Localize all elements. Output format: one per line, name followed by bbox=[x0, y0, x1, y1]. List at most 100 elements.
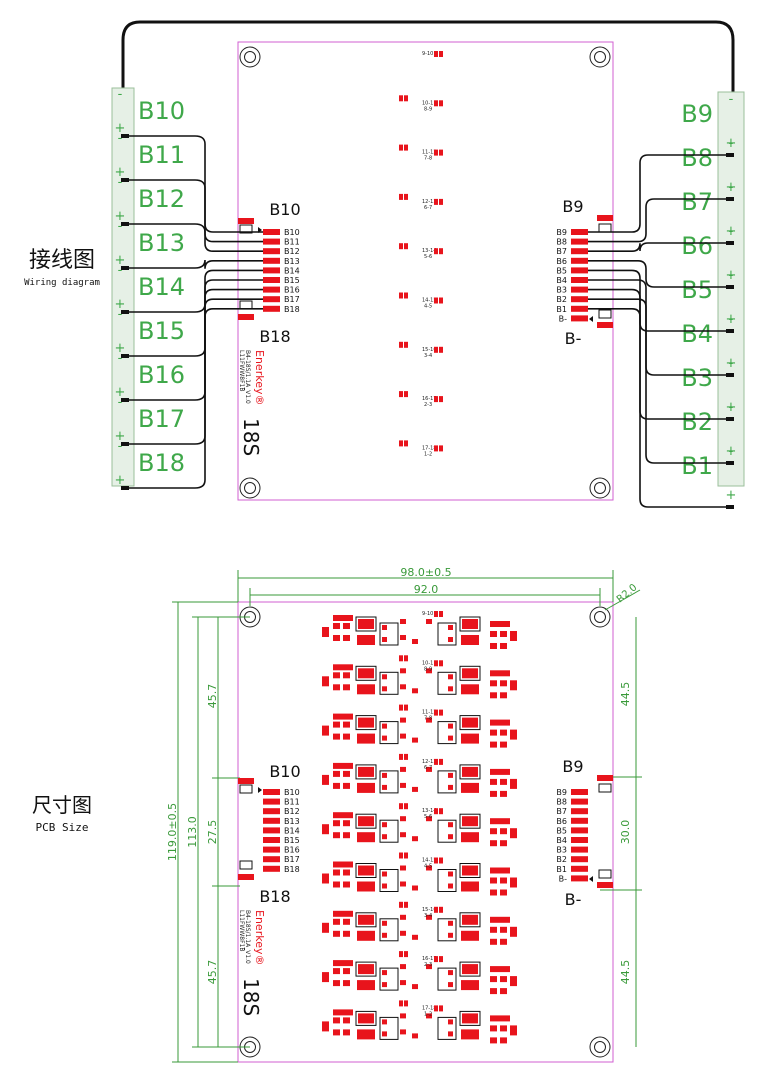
smd-pad bbox=[400, 865, 406, 871]
pin-label: B15 bbox=[284, 276, 300, 285]
minus-sign: - bbox=[729, 92, 734, 107]
resistor-pad bbox=[462, 766, 478, 777]
ic-pad bbox=[382, 784, 387, 790]
smd-pad bbox=[322, 725, 329, 736]
smd-pad bbox=[343, 1029, 350, 1036]
smd-pad bbox=[400, 733, 406, 739]
resistor-pad bbox=[462, 964, 478, 975]
resistor-outline bbox=[459, 764, 481, 780]
minus-sign: - bbox=[118, 395, 123, 410]
smd-pad bbox=[333, 721, 340, 728]
ic-pad bbox=[448, 970, 453, 976]
smd-pad bbox=[333, 980, 340, 987]
ic-pad bbox=[382, 970, 387, 976]
smd-pad bbox=[333, 869, 340, 876]
minus-sign: - bbox=[118, 87, 123, 102]
balance-channel-label: 4-5 bbox=[424, 304, 432, 310]
balance-channel-label: 10-11 bbox=[422, 660, 437, 666]
balance-channel-label: 12-13 bbox=[422, 759, 437, 765]
pin-label: B11 bbox=[284, 798, 300, 807]
smd-pad bbox=[510, 631, 517, 641]
smd-pad bbox=[343, 918, 350, 925]
wiring-left-conn-bottom-label: B18 bbox=[259, 327, 290, 346]
smd-pad bbox=[333, 820, 340, 827]
smd-pad bbox=[500, 889, 507, 896]
mounting-hole bbox=[589, 1036, 611, 1058]
smd-pad bbox=[343, 623, 350, 629]
led-pad bbox=[399, 1000, 403, 1007]
ic-outline bbox=[437, 770, 457, 794]
pin-label: B8 bbox=[556, 238, 567, 247]
resistor-pad bbox=[358, 816, 374, 827]
balance-channel-label: 16-17 bbox=[422, 956, 437, 962]
led-pad bbox=[399, 95, 403, 102]
smd-pad bbox=[400, 980, 406, 986]
pin-label: B5 bbox=[556, 826, 567, 835]
pin-pad bbox=[571, 837, 588, 843]
smd-pad bbox=[426, 865, 432, 871]
balance-channel-label: 7-8 bbox=[424, 716, 432, 722]
ic-outline bbox=[437, 721, 457, 745]
smd-pad bbox=[412, 737, 418, 743]
led-pad bbox=[439, 758, 443, 765]
pin-label: B4 bbox=[556, 276, 567, 285]
minus-sign: - bbox=[729, 268, 734, 283]
balance-wire-right bbox=[588, 242, 726, 252]
smd-pad bbox=[333, 910, 353, 917]
balance-channel-label: 16-17 bbox=[422, 396, 437, 402]
led-pad bbox=[404, 95, 408, 102]
pin-pad bbox=[571, 798, 588, 805]
led-pad bbox=[404, 1000, 408, 1007]
resistor-pad bbox=[358, 717, 374, 728]
smd-pad bbox=[333, 623, 340, 629]
smd-pad bbox=[343, 832, 350, 839]
resistor-pad bbox=[358, 914, 374, 925]
smd-pad bbox=[426, 964, 432, 970]
pin-pad bbox=[571, 789, 588, 795]
smd-pad bbox=[400, 717, 406, 723]
pin-pad bbox=[263, 856, 280, 863]
ic-outline bbox=[437, 869, 457, 892]
wire-terminal bbox=[726, 285, 734, 289]
resistor-outline bbox=[355, 616, 377, 632]
pin-pad bbox=[571, 248, 588, 255]
ic-pad bbox=[382, 822, 387, 828]
smd-pad bbox=[510, 1025, 517, 1036]
pin-pad bbox=[263, 789, 280, 795]
wire-terminal bbox=[121, 354, 129, 358]
mounting-hole bbox=[589, 477, 611, 499]
plus-sign: + bbox=[115, 209, 126, 224]
minus-sign: - bbox=[118, 439, 123, 454]
plus-sign: + bbox=[726, 312, 737, 327]
plus-sign: + bbox=[115, 341, 126, 356]
ic-pad bbox=[448, 686, 453, 692]
dim-height-holes: 113.0 bbox=[186, 816, 199, 848]
led-pad bbox=[399, 951, 403, 958]
wire-top-loop bbox=[121, 20, 735, 92]
pin-label: B18 bbox=[284, 865, 300, 874]
pin-label: B6 bbox=[556, 257, 567, 266]
ic-pad bbox=[448, 1019, 453, 1025]
wiring-brand: Enerkey® bbox=[253, 350, 266, 405]
balance-channel-label: 10-11 bbox=[422, 100, 437, 106]
led-pad bbox=[434, 906, 438, 913]
ic-pad bbox=[382, 637, 387, 642]
balance-wire-right bbox=[588, 298, 726, 464]
resistor-outline bbox=[355, 813, 377, 829]
smd-pad bbox=[500, 692, 507, 699]
smd-pad bbox=[490, 719, 510, 726]
wiring-right-conn-bottom-label: B- bbox=[565, 329, 582, 348]
connector-pad bbox=[597, 322, 613, 328]
minus-sign: - bbox=[118, 131, 123, 146]
pin-label: B5 bbox=[556, 266, 567, 275]
minus-sign: - bbox=[729, 444, 734, 459]
pcb-model-2: L11FWW8F1B bbox=[238, 910, 245, 952]
ic-pad bbox=[382, 772, 387, 778]
smd-pad bbox=[343, 980, 350, 987]
smd-pad bbox=[357, 1029, 375, 1040]
resistor-pad bbox=[462, 914, 478, 925]
wiring-diagram: 接线图 Wiring diagram B10+-B11+-B12+-B13+-B… bbox=[24, 20, 745, 509]
plus-sign: + bbox=[115, 165, 126, 180]
left-cell-label: B18 bbox=[138, 449, 185, 477]
pin-label: B12 bbox=[284, 247, 300, 256]
